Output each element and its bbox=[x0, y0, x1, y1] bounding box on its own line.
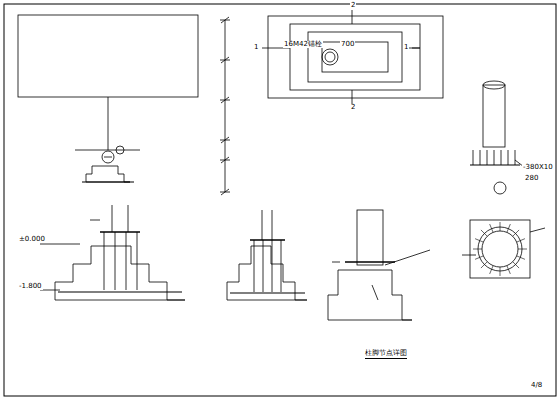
drawing-label: -380X10 bbox=[522, 164, 554, 171]
drawing-caption: 柱脚节点详图 bbox=[365, 350, 407, 359]
drawing-label: 280 bbox=[524, 175, 539, 182]
drawing-label: 2 bbox=[350, 2, 356, 9]
drawing-label: 2 bbox=[350, 104, 356, 111]
drawing-label: -1.800 bbox=[18, 283, 43, 290]
drawing-label: 4/8 bbox=[530, 382, 543, 389]
drawing-label: 700 bbox=[340, 41, 355, 48]
drawing-label: 16M42锚栓 bbox=[283, 41, 323, 48]
drawing-label: ±0.000 bbox=[18, 236, 46, 243]
drawing-label: 1 bbox=[403, 44, 409, 51]
drawing-label: 1 bbox=[253, 44, 259, 51]
